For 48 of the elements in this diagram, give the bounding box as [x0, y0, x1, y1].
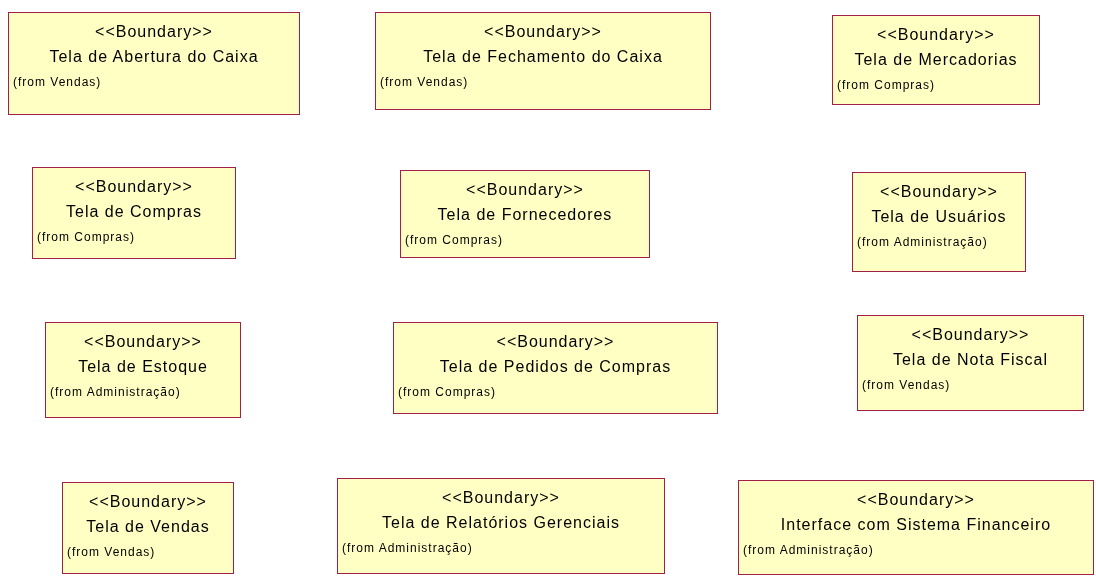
- package-note: (from Compras): [37, 230, 135, 244]
- class-box: [337, 478, 665, 574]
- class-name: Interface com Sistema Financeiro: [780, 515, 1052, 535]
- class-name: Tela de Nota Fiscal: [892, 350, 1049, 370]
- stereotype-label: <<Boundary>>: [89, 492, 207, 512]
- stereotype-label: <<Boundary>>: [442, 488, 560, 508]
- class-name: Tela de Abertura do Caixa: [49, 47, 259, 67]
- class-name: Tela de Estoque: [78, 357, 208, 377]
- class-box: [45, 322, 241, 418]
- stereotype-label: <<Boundary>>: [496, 332, 615, 352]
- class-name: Tela de Usuários: [871, 207, 1007, 227]
- class-box: [400, 170, 650, 258]
- stereotype-label: <<Boundary>>: [911, 325, 1030, 345]
- package-note: (from Compras): [398, 385, 496, 399]
- package-note: (from Vendas): [67, 545, 156, 559]
- package-note: (from Administração): [50, 385, 181, 399]
- package-note: (from Vendas): [13, 75, 102, 89]
- class-name: Tela de Vendas: [86, 517, 210, 537]
- package-note: (from Compras): [405, 233, 503, 247]
- class-box: [852, 172, 1026, 272]
- stereotype-label: <<Boundary>>: [877, 25, 995, 45]
- package-note: (from Compras): [837, 78, 935, 92]
- class-box: [375, 12, 711, 110]
- package-note: (from Administração): [342, 541, 473, 555]
- stereotype-label: <<Boundary>>: [84, 332, 202, 352]
- stereotype-label: <<Boundary>>: [95, 22, 213, 42]
- class-name: Tela de Relatórios Gerenciais: [382, 513, 620, 533]
- stereotype-label: <<Boundary>>: [484, 22, 602, 42]
- class-name: Tela de Mercadorias: [854, 50, 1018, 70]
- class-box: [62, 482, 234, 574]
- stereotype-label: <<Boundary>>: [857, 490, 975, 510]
- class-box: [832, 15, 1040, 105]
- class-name: Tela de Fechamento do Caixa: [423, 47, 663, 67]
- class-box: [393, 322, 718, 414]
- package-note: (from Vendas): [862, 378, 951, 392]
- stereotype-label: <<Boundary>>: [466, 180, 584, 200]
- stereotype-label: <<Boundary>>: [75, 177, 193, 197]
- class-name: Tela de Pedidos de Compras: [439, 357, 672, 377]
- class-box: [857, 315, 1084, 411]
- class-box: [738, 480, 1094, 575]
- class-box: [8, 12, 300, 115]
- package-note: (from Vendas): [380, 75, 469, 89]
- class-name: Tela de Compras: [66, 202, 202, 222]
- package-note: (from Administração): [743, 543, 874, 557]
- class-box: [32, 167, 236, 259]
- stereotype-label: <<Boundary>>: [880, 182, 998, 202]
- package-note: (from Administração): [857, 235, 988, 249]
- class-name: Tela de Fornecedores: [437, 205, 613, 225]
